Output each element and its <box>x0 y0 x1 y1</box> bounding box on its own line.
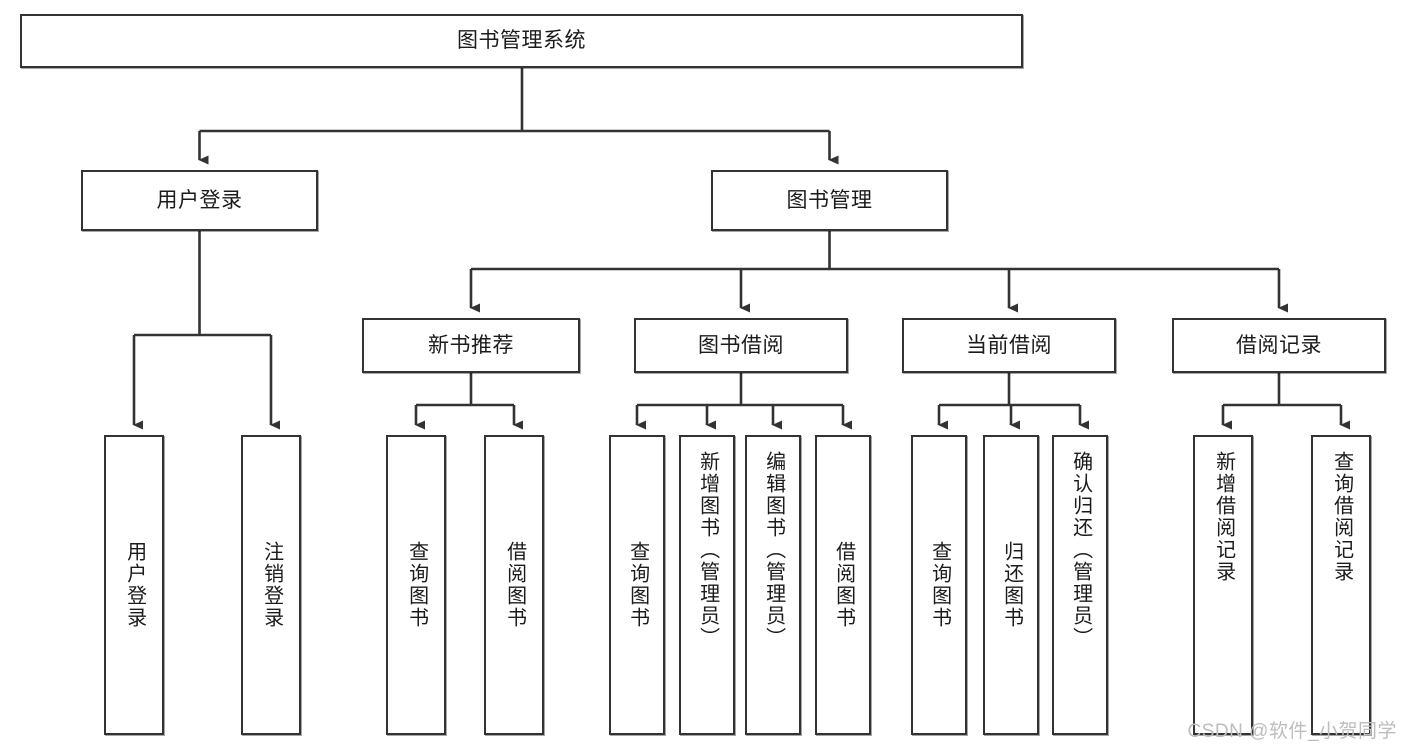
node-leaf-query-book-current[interactable]: 查询图书 <box>911 435 967 735</box>
node-book-borrow-label: 图书借阅 <box>698 333 784 357</box>
node-leaf-query-borrow-record-label: 查询借阅记录 <box>1330 451 1353 583</box>
node-leaf-confirm-return-admin-label: 确认归还（管理员） <box>1069 451 1092 649</box>
node-current-borrow[interactable]: 当前借阅 <box>902 318 1116 373</box>
node-new-book-recommend-label: 新书推荐 <box>428 333 514 357</box>
node-book-borrow[interactable]: 图书借阅 <box>634 318 848 373</box>
node-leaf-borrow-book[interactable]: 借阅图书 <box>815 435 871 735</box>
node-leaf-user-login-label: 用户登录 <box>123 541 146 629</box>
node-leaf-edit-book-admin-label: 编辑图书（管理员） <box>762 451 785 649</box>
node-leaf-query-borrow-record[interactable]: 查询借阅记录 <box>1311 435 1371 735</box>
watermark-text: CSDN @软件_小贺同学 <box>1187 721 1397 742</box>
node-leaf-query-book-recommend[interactable]: 查询图书 <box>386 435 446 735</box>
node-leaf-edit-book-admin[interactable]: 编辑图书（管理员） <box>745 435 801 735</box>
node-root[interactable]: 图书管理系统 <box>20 14 1023 68</box>
node-leaf-logout[interactable]: 注销登录 <box>241 435 301 735</box>
node-new-book-recommend[interactable]: 新书推荐 <box>362 318 580 373</box>
node-leaf-borrow-book-recommend-label: 借阅图书 <box>503 541 526 629</box>
node-leaf-logout-label: 注销登录 <box>260 541 283 629</box>
node-leaf-add-borrow-record-label: 新增借阅记录 <box>1212 451 1235 583</box>
node-borrow-record-label: 借阅记录 <box>1236 333 1322 357</box>
node-book-management[interactable]: 图书管理 <box>711 170 948 231</box>
node-leaf-borrow-book-label: 借阅图书 <box>832 541 855 629</box>
node-leaf-query-book-recommend-label: 查询图书 <box>405 541 428 629</box>
node-leaf-user-login[interactable]: 用户登录 <box>104 435 164 735</box>
node-current-borrow-label: 当前借阅 <box>966 333 1052 357</box>
node-leaf-add-book-admin-label: 新增图书（管理员） <box>696 451 719 649</box>
node-root-label: 图书管理系统 <box>457 29 586 53</box>
node-leaf-borrow-book-recommend[interactable]: 借阅图书 <box>484 435 544 735</box>
node-user-login[interactable]: 用户登录 <box>81 170 318 231</box>
node-leaf-query-book-borrow-label: 查询图书 <box>626 541 649 629</box>
node-leaf-return-book-label: 归还图书 <box>1000 541 1023 629</box>
node-leaf-query-book-current-label: 查询图书 <box>928 541 951 629</box>
node-book-management-label: 图书管理 <box>786 188 873 212</box>
node-leaf-add-book-admin[interactable]: 新增图书（管理员） <box>679 435 735 735</box>
node-leaf-return-book[interactable]: 归还图书 <box>983 435 1039 735</box>
node-borrow-record[interactable]: 借阅记录 <box>1172 318 1386 373</box>
node-leaf-confirm-return-admin[interactable]: 确认归还（管理员） <box>1052 435 1108 735</box>
node-leaf-query-book-borrow[interactable]: 查询图书 <box>609 435 665 735</box>
node-leaf-add-borrow-record[interactable]: 新增借阅记录 <box>1193 435 1253 735</box>
node-user-login-label: 用户登录 <box>156 188 243 212</box>
